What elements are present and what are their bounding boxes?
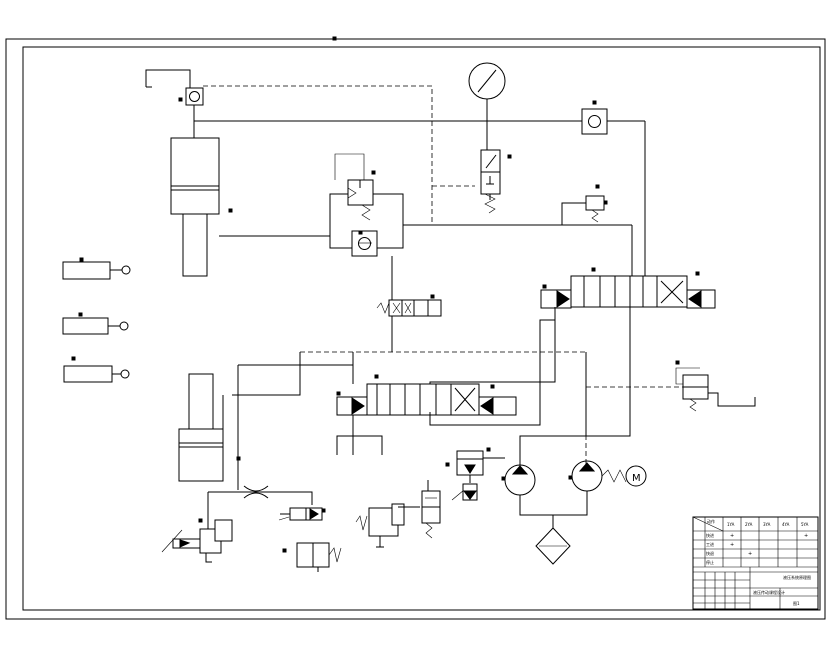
tb-sheet-no: 图1 <box>793 600 800 606</box>
check-valve-top-right <box>581 100 608 135</box>
directional-valve-left <box>336 374 517 416</box>
pressure-valve-lower-left <box>161 518 233 563</box>
main-cylinder <box>170 137 233 277</box>
title-block: 动作 1YA 2YA 3YA 4YA 5YA 快进 + + 工进 + 快退 + … <box>692 516 819 610</box>
tb-cell: + <box>804 533 808 539</box>
solenoid-valve-lower-small <box>278 507 326 521</box>
pump-left <box>501 464 536 496</box>
drawing-frame <box>5 36 826 620</box>
tb-row-label: 工进 <box>706 541 714 547</box>
tb-cell: + <box>730 533 734 539</box>
directional-valve-right <box>540 267 716 309</box>
tb-header-1ya: 1YA <box>727 522 735 527</box>
tank-symbol-top <box>145 69 191 93</box>
electric-motor: M <box>625 465 647 487</box>
pressure-gauge <box>468 62 506 100</box>
pressure-valve-near-pump <box>355 503 420 548</box>
sequence-valve-lower <box>282 542 342 572</box>
sensor-2sq <box>62 312 129 335</box>
tb-drawing-name: 液压系统原理图 <box>783 574 811 580</box>
throttle-valve <box>243 485 269 499</box>
tb-header-5ya: 5YA <box>801 522 809 527</box>
motor-label: M <box>632 473 641 484</box>
relief-valve-pump <box>445 447 491 501</box>
tb-cell: + <box>748 551 752 557</box>
lower-cylinder <box>178 373 241 482</box>
sensor-3sq <box>63 356 130 383</box>
solenoid-valve-vertical <box>480 149 512 214</box>
relief-valve-block <box>329 153 404 257</box>
tb-header-3ya: 3YA <box>763 522 771 527</box>
pressure-reducing-valve <box>561 184 608 225</box>
tb-cell: + <box>730 542 734 548</box>
filter-symbol <box>535 527 571 565</box>
tb-header-4ya: 4YA <box>782 522 790 527</box>
solenoid-valve-middle <box>376 294 442 317</box>
pump-right <box>568 460 627 492</box>
tb-row-label: 快进 <box>706 532 714 538</box>
tb-header-2ya: 2YA <box>745 522 753 527</box>
unloading-valve <box>421 480 465 539</box>
check-valve-top-left <box>178 87 204 106</box>
tb-row-label: 停止 <box>706 559 714 565</box>
tb-header-action: 动作 <box>707 518 715 524</box>
tb-school: 液压传动课程设计 <box>753 589 785 595</box>
sensor-1sq <box>62 257 131 280</box>
tb-row-label: 快退 <box>706 550 714 556</box>
pressure-valve-right <box>675 360 756 412</box>
